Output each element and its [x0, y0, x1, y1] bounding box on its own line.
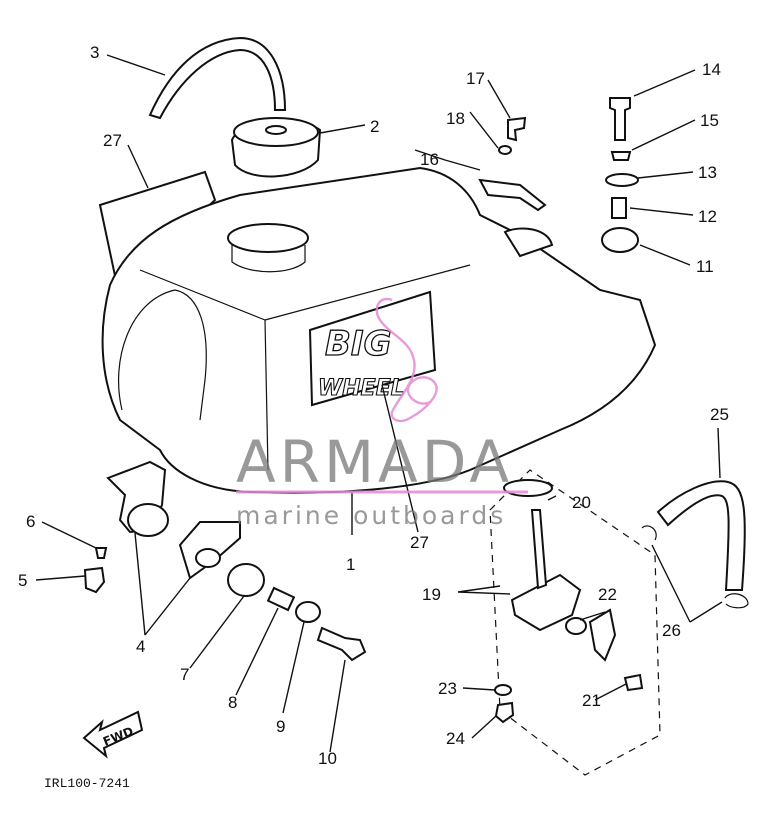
callout-3: 3	[90, 43, 99, 62]
rear-mount-tab	[503, 227, 554, 258]
callout-8: 8	[228, 693, 237, 712]
damper-7	[227, 563, 265, 597]
callout-24: 24	[446, 729, 465, 748]
tank-ridge	[139, 269, 266, 321]
filler-neck	[227, 223, 309, 253]
watermark-title: ARMADA	[236, 428, 513, 496]
callout-9: 9	[276, 717, 285, 736]
damper-4a	[127, 503, 169, 537]
washer-9	[295, 601, 321, 623]
callout-26: 26	[662, 621, 681, 640]
hose-clip-26b	[641, 525, 657, 541]
fuel-cap-vent	[265, 125, 287, 135]
breather-hose	[148, 36, 287, 120]
decal-text-wheel: WHEEL	[318, 376, 405, 401]
callout-7: 7	[180, 665, 189, 684]
tank-knee-recess	[118, 289, 207, 421]
bolt-10	[316, 626, 367, 662]
callout-16: 16	[420, 150, 439, 169]
callout-15: 15	[700, 111, 719, 130]
washer-13	[605, 173, 639, 187]
decal-text-big: BIG	[325, 324, 391, 364]
filler-threads	[231, 245, 306, 273]
reference-code: IRL100-7241	[44, 776, 130, 791]
callout-18: 18	[446, 109, 465, 128]
callout-27a: 27	[103, 131, 122, 150]
tank-ridge	[264, 319, 269, 471]
screw-17	[507, 116, 527, 142]
callout-21: 21	[582, 691, 601, 710]
decal-panel-center	[308, 290, 437, 407]
callout-25: 25	[710, 405, 729, 424]
watermark-subtitle: marine outboards	[236, 501, 506, 530]
washer-15	[610, 151, 632, 161]
callout-1: 1	[346, 555, 355, 574]
forward-arrow	[82, 710, 144, 759]
lever-21	[588, 608, 617, 662]
callout-20: 20	[572, 493, 591, 512]
callout-10: 10	[318, 749, 337, 768]
mount-bracket-16	[478, 178, 547, 212]
leader-lines	[35, 54, 723, 753]
screw-24	[494, 701, 515, 724]
callout-11: 11	[696, 257, 714, 276]
collar-8	[266, 586, 296, 612]
washer-18	[498, 145, 512, 155]
callout-22: 22	[598, 585, 617, 604]
callout-12: 12	[698, 207, 717, 226]
collar-12	[611, 197, 627, 219]
grommet-4b	[195, 548, 221, 568]
hose-clip-26	[724, 593, 749, 609]
gasket-22	[565, 617, 587, 635]
callout-23: 23	[438, 679, 457, 698]
callout-6: 6	[26, 512, 35, 531]
callout-14: 14	[702, 60, 721, 79]
fuel-cock-area	[489, 469, 661, 776]
fuel-cock-stem	[530, 509, 548, 590]
callout-13: 13	[698, 163, 717, 182]
washer-23	[494, 684, 512, 696]
fuel-hose	[656, 480, 746, 591]
callout-19: 19	[422, 585, 441, 604]
screw-6	[94, 547, 108, 559]
rubber-damper-11	[601, 227, 639, 253]
fuel-cock-19	[510, 573, 582, 632]
watermark-logo-mark	[375, 297, 438, 423]
bolt-14	[609, 97, 631, 141]
callout-27b: 27	[410, 533, 429, 552]
bolt-5	[83, 566, 106, 594]
screw-21	[623, 673, 644, 692]
callout-4: 4	[136, 637, 145, 656]
callout-2: 2	[370, 117, 379, 136]
callout-17: 17	[466, 69, 485, 88]
tank-ridge	[264, 264, 471, 321]
callout-5: 5	[18, 571, 27, 590]
